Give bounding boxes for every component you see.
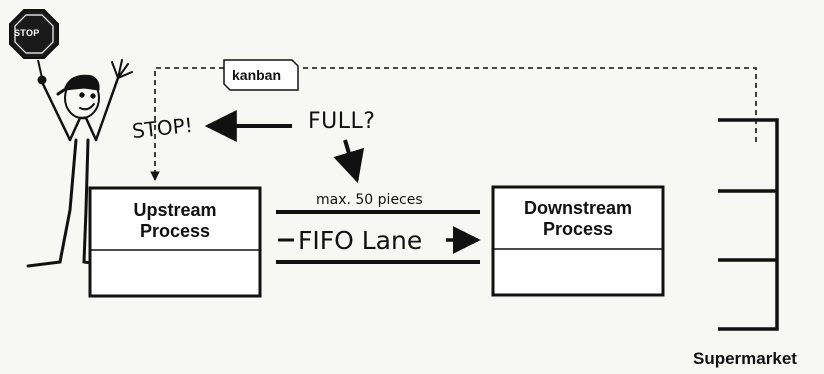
upstream-line2: Process: [90, 221, 260, 242]
stop-shout-label: STOP!: [131, 115, 193, 141]
downstream-line2: Process: [493, 219, 663, 240]
downstream-process-title: Downstream Process: [493, 198, 663, 240]
kanban-label: kanban: [232, 68, 281, 82]
full-question-label: FULL?: [308, 111, 375, 133]
max-pieces-label: max. 50 pieces: [316, 193, 423, 207]
supermarket-label: Supermarket: [693, 350, 797, 367]
stop-sign-text: STOP: [14, 29, 40, 38]
stop-sign-icon: [10, 10, 58, 78]
downstream-line1: Downstream: [493, 198, 663, 219]
upstream-process-title: Upstream Process: [90, 200, 260, 242]
full-arrow: [345, 140, 357, 180]
upstream-line1: Upstream: [90, 200, 260, 221]
supermarket-shelves-icon: [718, 120, 777, 329]
fifo-lane-label: FIFO Lane: [298, 228, 422, 253]
